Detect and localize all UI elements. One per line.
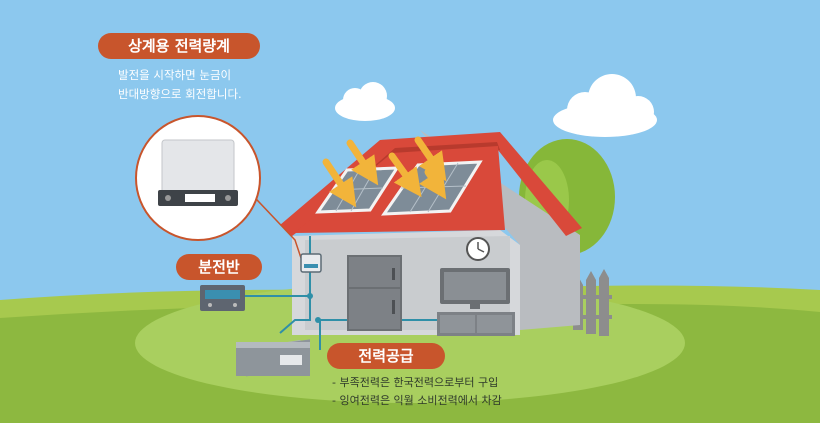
house-side-wall: [420, 130, 580, 330]
cloud-icon: [335, 82, 395, 121]
wire-node: [307, 293, 313, 299]
supply-description-line: - 부족전력은 한국전력으로부터 구입: [332, 376, 499, 389]
meter-description: 발전을 시작하면 눈금이 반대방향으로 회전합니다.: [118, 66, 242, 104]
cloud-icon: [553, 74, 657, 137]
refrigerator: [347, 255, 402, 331]
meter-description-line: 발전을 시작하면 눈금이: [118, 68, 232, 82]
meter-title-pill: 상계용 전력량계: [98, 33, 260, 59]
clock-icon: [466, 237, 490, 261]
sun-arrow-icon: [322, 136, 447, 208]
wire-node: [315, 317, 321, 323]
supply-description: - 부족전력은 한국전력으로부터 구입 - 잉여전력은 익월 소비전력에서 차감: [332, 374, 502, 410]
meter-zoom: [135, 115, 261, 241]
roof: [280, 132, 582, 236]
supply-description-line: - 잉여전력은 익월 소비전력에서 차감: [332, 394, 502, 407]
meter-description-line: 반대방향으로 회전합니다.: [118, 87, 242, 101]
panel-title-pill: 분전반: [176, 254, 262, 280]
meter-icon: [300, 253, 322, 273]
battery: [236, 339, 310, 377]
distribution-panel: [200, 285, 245, 311]
tv: [437, 268, 515, 336]
supply-title-pill: 전력공급: [327, 343, 445, 369]
